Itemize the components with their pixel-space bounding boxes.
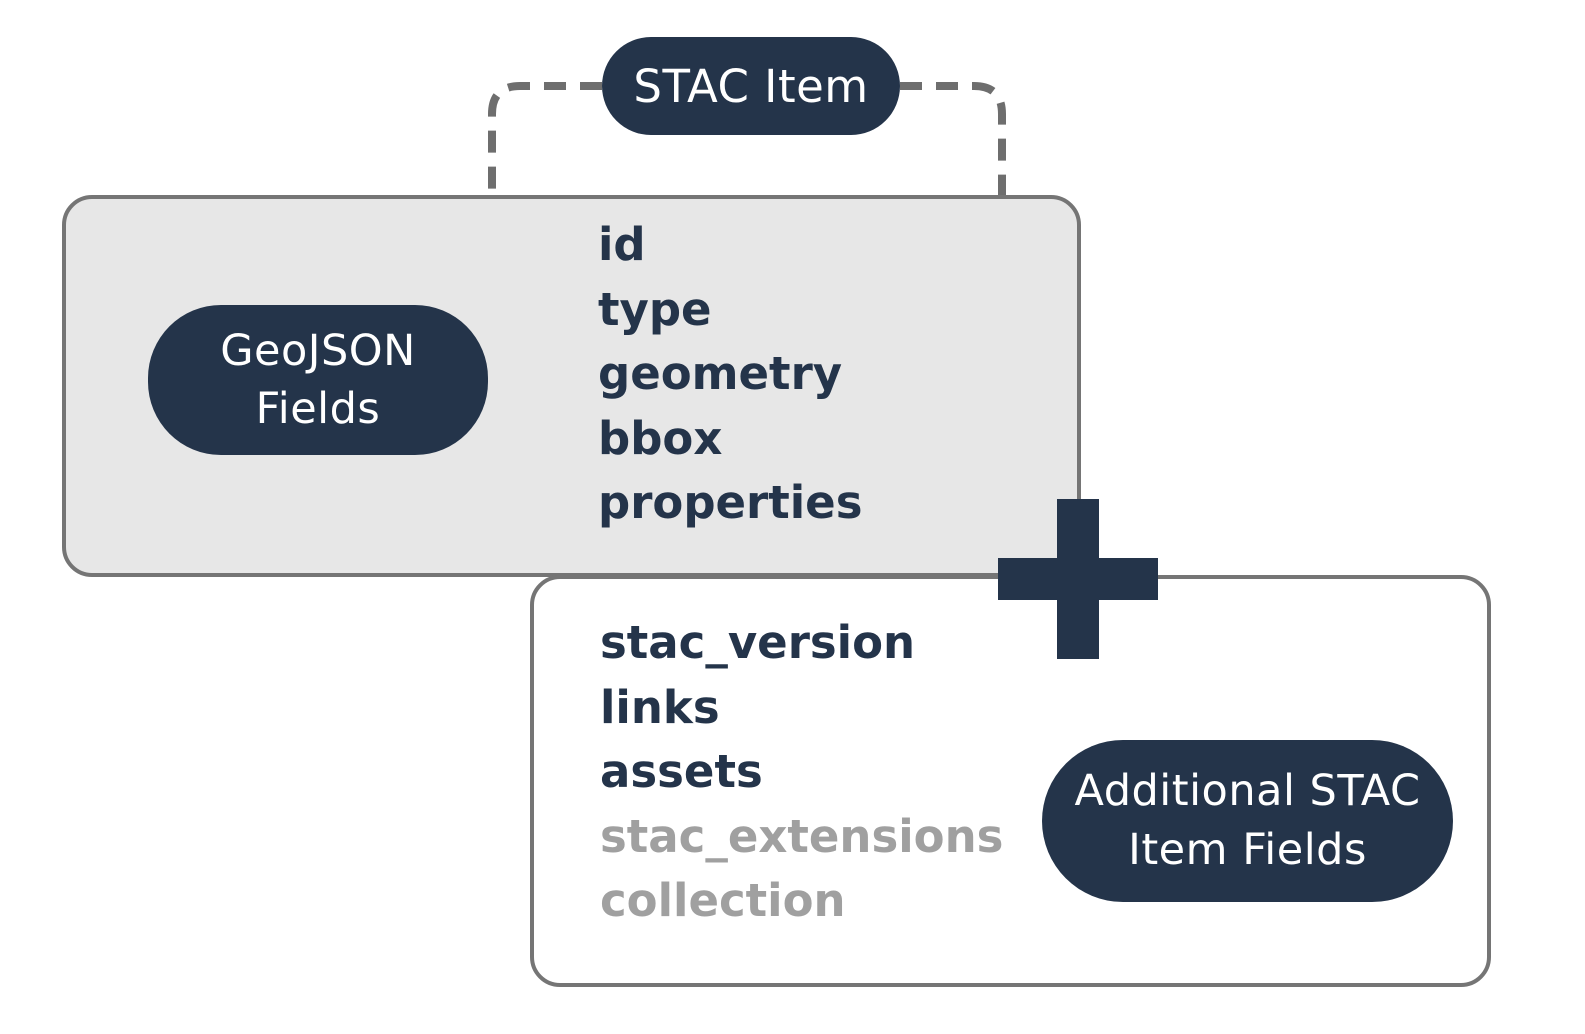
field-bbox: bbox [598,411,723,465]
geojson-fields-pill-line2: Fields [255,384,381,434]
stac-item-pill-label: STAC Item [633,59,869,113]
field-id: id [598,218,646,271]
field-collection: collection [600,874,846,927]
dashed-connector-right [900,82,1006,195]
field-type: type [598,282,712,336]
geojson-fields-pill: GeoJSON Fields [148,305,488,455]
field-properties: properties [598,476,863,529]
additional-stac-item-fields-pill: Additional STAC Item Fields [1042,740,1453,902]
field-geometry: geometry [598,347,843,400]
additional-pill-line2: Item Fields [1128,825,1367,875]
field-stac-version: stac_version [600,616,916,669]
dashed-connector-left [488,82,602,195]
stac-item-pill: STAC Item [602,37,900,135]
plus-icon [998,499,1158,659]
field-stac-extensions: stac_extensions [600,809,1004,863]
field-assets: assets [600,745,763,798]
additional-pill-line1: Additional STAC [1074,766,1421,816]
geojson-fields-pill-line1: GeoJSON [220,326,416,376]
geojson-field-list: id type geometry bbox properties [598,213,863,536]
plus-icon-horizontal-bar [998,558,1158,600]
stac-field-list: stac_version links assets stac_extension… [600,611,1003,934]
field-links: links [600,680,720,734]
